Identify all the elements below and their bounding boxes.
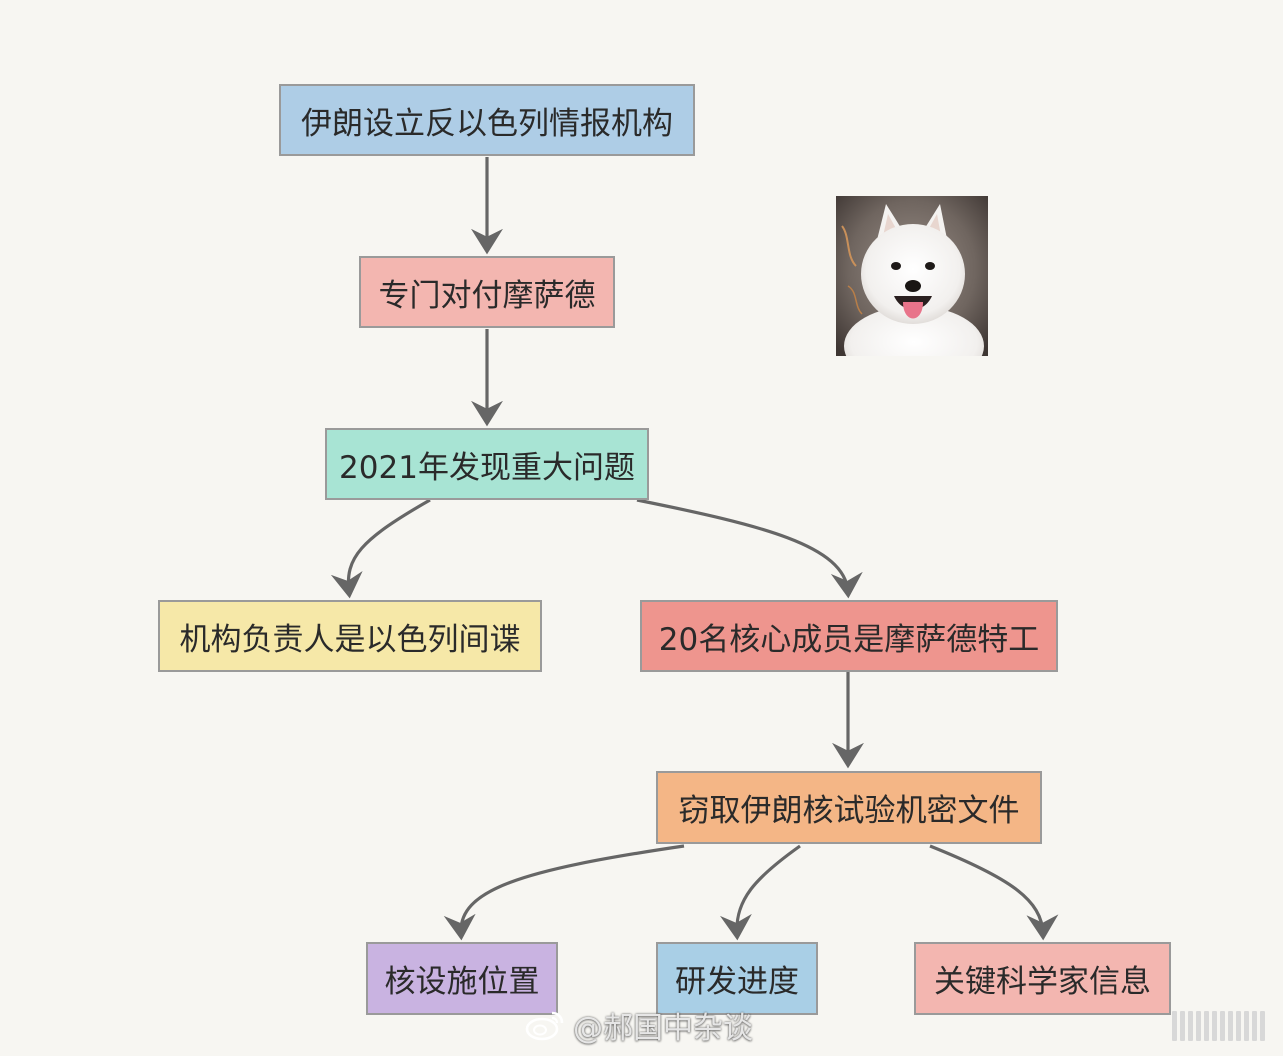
link-n3-n4 (330, 498, 431, 599)
node-n2: 专门对付摩萨德 (359, 256, 615, 328)
node-n3: 2021年发现重大问题 (325, 428, 649, 500)
link-n6-n8 (719, 844, 801, 941)
image-viewer-toolbar-icon[interactable] (1163, 1002, 1273, 1050)
node-n1: 伊朗设立反以色列情报机构 (279, 84, 695, 156)
watermark-text: @郝国中杂谈 (573, 1011, 753, 1046)
node-n4: 机构负责人是以色列间谍 (158, 600, 542, 672)
node-n6: 窃取伊朗核试验机密文件 (656, 771, 1042, 844)
node-n8: 研发进度 (656, 942, 818, 1015)
weibo-logo-icon (525, 1011, 564, 1041)
weibo-watermark: @郝国中杂谈 (525, 1003, 753, 1047)
node-n9: 关键科学家信息 (914, 942, 1171, 1015)
link-n6-n9 (929, 844, 1059, 941)
node-n5: 20名核心成员是摩萨德特工 (640, 600, 1058, 672)
node-n7: 核设施位置 (366, 942, 558, 1015)
link-n3-n5 (636, 498, 863, 599)
link-n6-n7 (443, 844, 685, 941)
samoyed-dog-photo (836, 196, 988, 356)
